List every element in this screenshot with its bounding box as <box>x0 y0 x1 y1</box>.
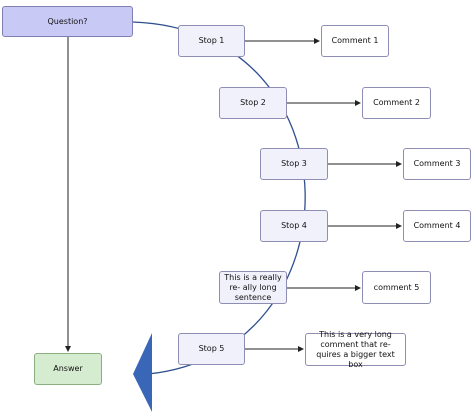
step-2-label: Stop 2 <box>240 98 266 107</box>
curved-arc <box>132 21 306 375</box>
step-5-label: Stop 5 <box>198 344 225 353</box>
step-3-label: Stop 3 <box>281 159 307 168</box>
step-2-node: Stop 2 <box>219 87 287 119</box>
answer-label: Answer <box>53 364 83 373</box>
comment-4-label: Comment 4 <box>413 221 461 230</box>
big-arrowhead-icon <box>133 333 152 412</box>
step-4-label: Stop 4 <box>281 221 307 230</box>
comment-3-node: Comment 3 <box>403 148 471 180</box>
comment-2-node: Comment 2 <box>362 87 431 119</box>
comment-3-label: Comment 3 <box>413 159 461 168</box>
step-4-node: Stop 4 <box>260 210 328 242</box>
comment-4-node: Comment 4 <box>403 210 471 242</box>
step-5-node: Stop 5 <box>178 333 245 365</box>
long-sentence-node: This is a really re- ally long sentence <box>219 271 287 304</box>
step-1-node: Stop 1 <box>178 25 245 57</box>
answer-node: Answer <box>34 353 102 385</box>
comment-6-node: This is a very long comment that re- qui… <box>305 330 406 369</box>
comment-1-label: Comment 1 <box>331 36 379 45</box>
comment-2-label: Comment 2 <box>373 98 420 107</box>
comment-6-label: This is a very long comment that re- qui… <box>316 329 395 369</box>
question-label: Question? <box>47 16 88 26</box>
step-3-node: Stop 3 <box>260 148 328 180</box>
long-sentence-label: This is a really re- ally long sentence <box>224 272 282 302</box>
step-1-label: Stop 1 <box>198 36 225 45</box>
comment-1-node: Comment 1 <box>321 25 389 57</box>
question-node: Question? <box>2 6 133 37</box>
comment-5-node: comment 5 <box>362 271 431 304</box>
comment-5-label: comment 5 <box>373 282 420 292</box>
